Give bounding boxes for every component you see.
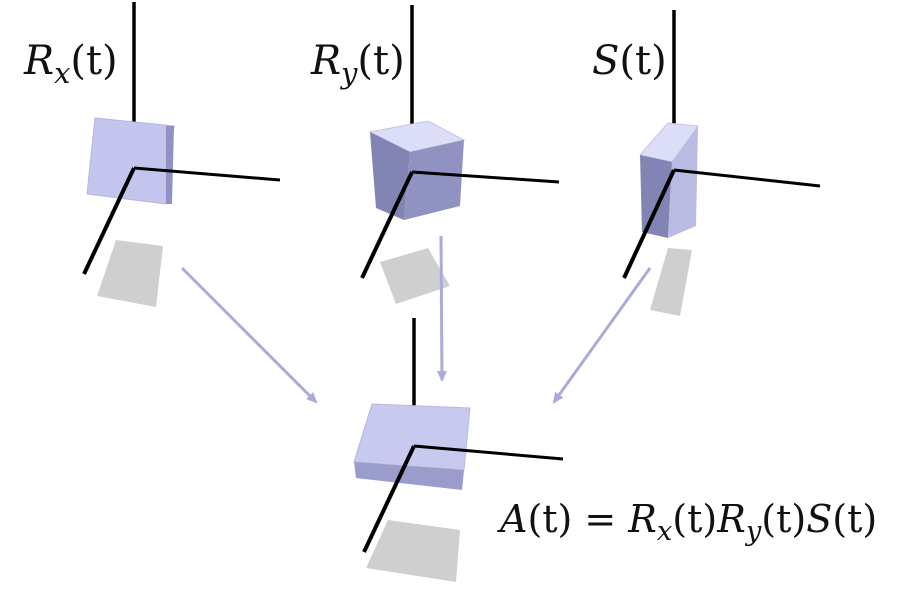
result-cube-top <box>353 403 471 471</box>
eq-lhs-arg: (t) <box>527 497 572 541</box>
label-rx: Rx(t) <box>23 38 118 90</box>
label-s: S(t) <box>592 38 667 84</box>
s-cube-right <box>668 126 698 238</box>
arrow-ry-to-result <box>436 235 447 382</box>
ry-shadow <box>380 248 450 304</box>
rx-axis-z <box>82 167 136 275</box>
rx-cube-front <box>86 117 175 205</box>
rx-shadow <box>97 240 163 307</box>
result-axis-z <box>362 445 416 553</box>
eq-lhs-name: A <box>497 497 527 541</box>
label-ry: Ry(t) <box>310 38 405 90</box>
ry-cube-group <box>360 5 560 304</box>
s-cube-left <box>640 155 672 238</box>
s-shadow <box>650 248 692 316</box>
result-cube-front <box>354 462 464 490</box>
result-shadow <box>366 520 460 582</box>
rx-axis-x <box>133 166 281 182</box>
result-cube-group <box>353 318 564 582</box>
s-axis-z <box>622 169 676 279</box>
eq-equals: = <box>584 497 616 541</box>
rx-cube-side <box>166 126 174 204</box>
ry-cube-right <box>404 140 464 220</box>
ry-axis-z <box>360 171 414 279</box>
rx-cube-group <box>82 2 281 307</box>
result-axis-x <box>413 444 564 461</box>
composition-equation: A(t)=Rx(t)Ry(t)S(t) <box>497 497 877 547</box>
arrow-s-to-result <box>552 267 652 404</box>
ry-axis-x <box>411 170 560 184</box>
s-cube-group <box>622 10 821 316</box>
s-axis-x <box>673 168 821 188</box>
arrow-rx-to-result <box>180 266 318 404</box>
